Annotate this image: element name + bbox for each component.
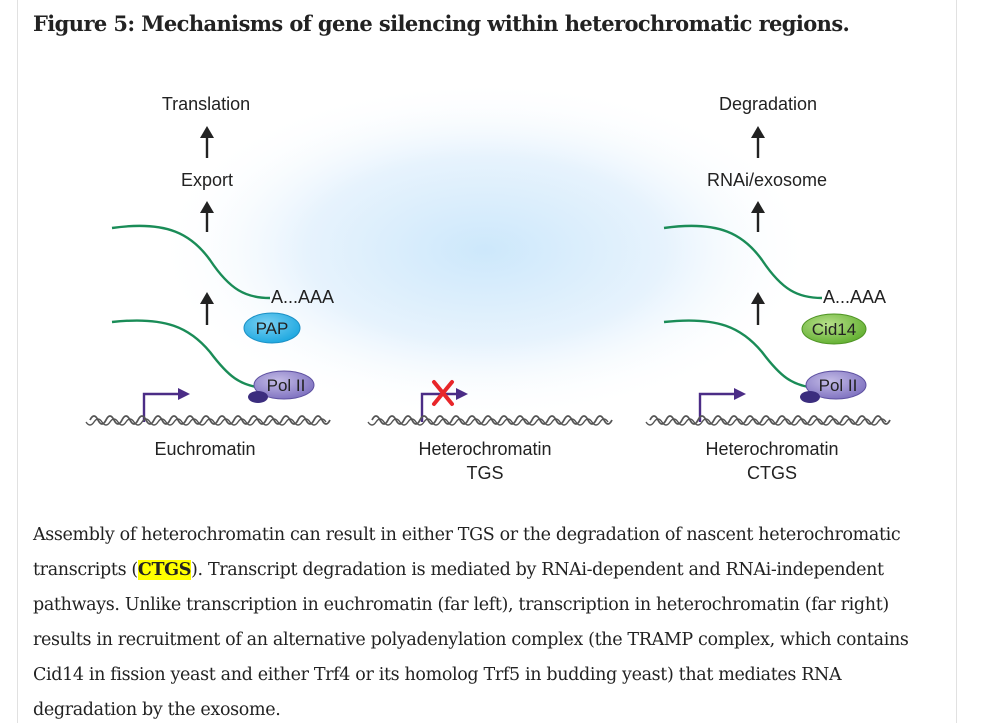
cid14-complex: Cid14 <box>801 313 867 345</box>
mature-rna-strand <box>663 224 823 300</box>
dna-strand <box>649 415 891 425</box>
translation-label: Translation <box>162 94 250 114</box>
figure-title: Figure 5: Mechanisms of gene silencing w… <box>33 11 850 36</box>
ctgs-highlight: CTGS <box>137 560 192 580</box>
up-arrow-icon <box>751 126 765 158</box>
panel-euchromatin: Translation Export A...AAA PAP <box>85 94 334 459</box>
nascent-rna-strand <box>111 319 265 390</box>
heterochromatin-label: Heterochromatin <box>418 439 551 459</box>
degradation-label: Degradation <box>719 94 817 114</box>
polya-label: A...AAA <box>823 287 886 307</box>
panel-tgs: Heterochromatin TGS <box>367 380 613 483</box>
up-arrow-icon <box>751 201 765 232</box>
up-arrow-icon <box>200 292 214 325</box>
caption-text: ). Transcript degradation is mediated by… <box>33 560 909 720</box>
rnai-exosome-label: RNAi/exosome <box>707 170 827 190</box>
nascent-rna-strand <box>663 319 817 390</box>
cid14-label: Cid14 <box>812 320 856 339</box>
blocked-x-icon <box>432 380 454 406</box>
pol-ii-label: Pol II <box>267 376 306 395</box>
pol-ii-complex: Pol II <box>800 370 867 403</box>
figure-frame <box>17 0 957 723</box>
up-arrow-icon <box>200 201 214 232</box>
ctgs-label: CTGS <box>747 463 797 483</box>
export-label: Export <box>181 170 233 190</box>
diagram-svg: Translation Export A...AAA PAP <box>85 80 891 483</box>
mature-rna-strand <box>111 224 271 300</box>
dna-strand <box>645 418 887 426</box>
pap-label: PAP <box>256 319 289 338</box>
up-arrow-icon <box>751 292 765 325</box>
dna-strand <box>367 418 609 426</box>
pol-ii-complex: Pol II <box>248 370 315 403</box>
tgs-label: TGS <box>466 463 503 483</box>
caption-text: Assembly of heterochromatin can result i… <box>33 525 901 580</box>
pap-complex: PAP <box>243 312 301 344</box>
dna-strand <box>371 415 613 425</box>
pol-ii-label: Pol II <box>819 376 858 395</box>
background-glow <box>155 80 815 420</box>
transcription-start-arrow-icon <box>698 388 746 422</box>
euchromatin-label: Euchromatin <box>154 439 255 459</box>
dna-strand <box>89 415 331 425</box>
polya-label: A...AAA <box>271 287 334 307</box>
heterochromatin-label: Heterochromatin <box>705 439 838 459</box>
dna-strand <box>85 418 327 426</box>
figure-diagram: Translation Export A...AAA PAP <box>50 60 930 510</box>
panel-ctgs: Degradation RNAi/exosome A...AAA Cid14 <box>645 94 891 483</box>
figure-caption: Assembly of heterochromatin can result i… <box>33 518 948 728</box>
up-arrow-icon <box>200 126 214 158</box>
transcription-start-arrow-icon <box>142 388 190 422</box>
